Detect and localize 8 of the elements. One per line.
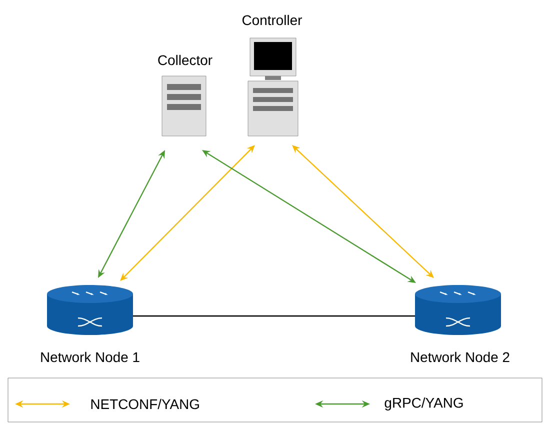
legend-label: NETCONF/YANG <box>91 398 199 410</box>
node-label: Collector <box>158 54 212 66</box>
node-label: Network Node 1 <box>41 352 140 362</box>
node-label: Controller <box>242 14 302 26</box>
node-label: Network Node 2 <box>411 352 510 362</box>
connector-line <box>133 315 415 317</box>
arrow <box>120 145 255 281</box>
legend-label: gRPC/YANG <box>384 398 463 410</box>
